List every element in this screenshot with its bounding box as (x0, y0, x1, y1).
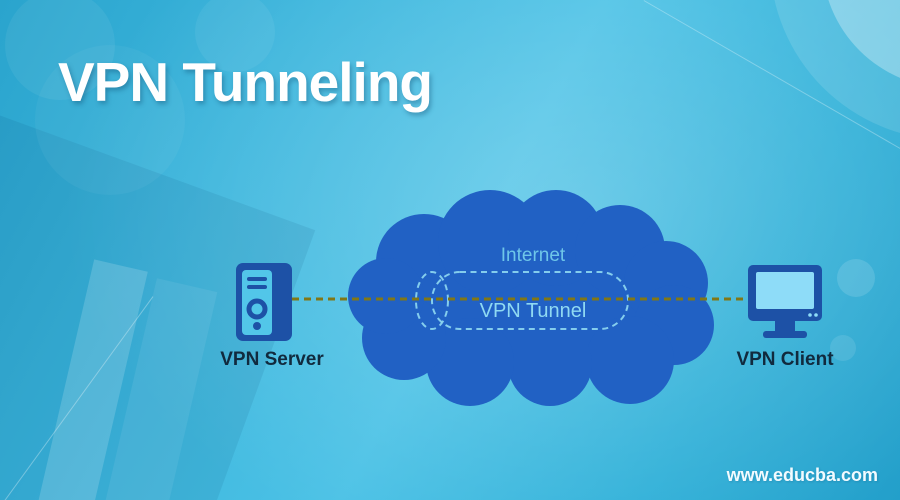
page-title: VPN Tunneling (58, 51, 433, 113)
vpn-client-label: VPN Client (736, 349, 834, 370)
monitor-icon (748, 265, 822, 338)
internet-label: Internet (500, 245, 566, 266)
website-url: www.educba.com (726, 465, 878, 485)
vpn-server-label: VPN Server (220, 349, 324, 370)
server-tower-icon (236, 263, 292, 341)
vpn-tunnel-label: VPN Tunnel (479, 300, 587, 322)
cloud-shape (348, 190, 714, 406)
